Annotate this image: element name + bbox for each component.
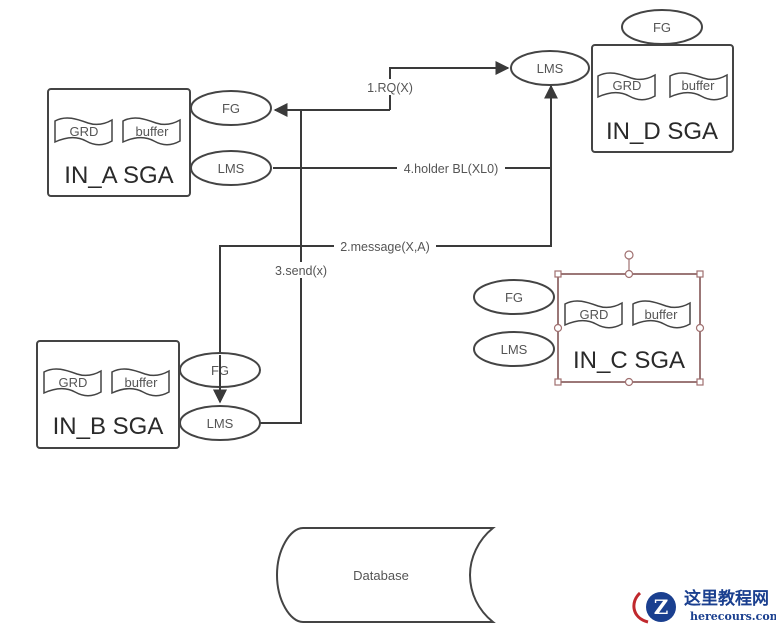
lms-node-b[interactable] [179, 405, 261, 441]
sga-box-b[interactable] [36, 340, 180, 449]
buffer-label-a: buffer [135, 124, 169, 139]
label-bg [334, 238, 436, 254]
instance-title-a: IN_A SGA [64, 162, 173, 189]
lms-node-d[interactable] [510, 50, 590, 86]
grd-label-d: GRD [613, 78, 642, 93]
grd-flag-b [43, 368, 102, 397]
sga-box-d[interactable] [591, 44, 734, 153]
label-bg [270, 262, 332, 278]
connector-rq-to-lms-d[interactable] [389, 61, 510, 110]
buffer-flag-a [122, 117, 181, 146]
watermark-logo-letter: Z [654, 595, 669, 619]
buffer-label-c: buffer [644, 307, 678, 322]
resize-handle-top[interactable] [624, 269, 634, 279]
database-node[interactable]: Database [275, 527, 496, 623]
lms-label-b: LMS [207, 416, 234, 431]
label-bg [397, 160, 505, 176]
connector-send[interactable] [260, 110, 302, 424]
lms-node-a[interactable] [190, 150, 272, 186]
connector-label-send: 3.send(x) [275, 264, 327, 278]
sga-box-a[interactable] [47, 88, 191, 197]
resize-handle-bottom-right[interactable] [696, 378, 704, 386]
lms-label-d: LMS [537, 61, 564, 76]
resize-handle-top-left[interactable] [554, 270, 562, 278]
instance-b[interactable]: GRD buffer IN_B SGA FG LMS [36, 340, 261, 449]
lms-label-c: LMS [501, 342, 528, 357]
resize-handle-bottom-left[interactable] [554, 378, 562, 386]
lms-label-a: LMS [218, 161, 245, 176]
grd-flag-a [54, 117, 113, 146]
watermark-site-name: 这里教程网 [684, 588, 769, 609]
buffer-label-d: buffer [681, 78, 715, 93]
grd-label-b: GRD [59, 375, 88, 390]
grd-label-c: GRD [580, 307, 609, 322]
fg-label-c: FG [505, 290, 523, 305]
grd-flag-c [564, 300, 623, 329]
connector-label-rq: 1.RQ(X) [367, 81, 413, 95]
connector-label-holder: 4.holder BL(XL0) [404, 162, 499, 176]
fg-node-a[interactable] [190, 90, 272, 126]
resize-handle-right[interactable] [695, 323, 705, 333]
connector-label-message: 2.message(X,A) [340, 240, 430, 254]
instance-a[interactable]: GRD buffer IN_A SGA FG LMS [47, 88, 272, 197]
rotate-handle[interactable] [624, 250, 634, 260]
grd-flag-d [597, 72, 656, 101]
watermark-logo-icon [646, 592, 676, 622]
buffer-flag-b [111, 368, 170, 397]
watermark-swoosh-icon [632, 591, 649, 624]
watermark-url: herecours.com [690, 610, 776, 623]
watermark: Z 这里教程网 herecours.com [632, 588, 776, 624]
resize-handle-top-right[interactable] [696, 270, 704, 278]
label-bg [364, 79, 416, 95]
resize-handle-left[interactable] [553, 323, 563, 333]
instance-title-d: IN_D SGA [606, 118, 718, 145]
database-label: Database [353, 568, 409, 583]
instance-c[interactable]: FG LMS GRD buffer IN_C SGA [473, 250, 705, 387]
lms-node-c[interactable] [473, 331, 555, 367]
resize-handle-bottom[interactable] [624, 377, 634, 387]
connector-holder[interactable] [273, 84, 558, 169]
buffer-flag-c [632, 300, 691, 329]
buffer-flag-d [669, 72, 728, 101]
fg-label-a: FG [222, 101, 240, 116]
buffer-label-b: buffer [124, 375, 158, 390]
instance-title-b: IN_B SGA [53, 413, 164, 440]
database-shape[interactable] [275, 527, 496, 623]
fg-label-d: FG [653, 20, 671, 35]
grd-label-a: GRD [70, 124, 99, 139]
instance-d[interactable]: FG GRD buffer IN_D SGA LMS [510, 9, 734, 153]
fg-node-c[interactable] [473, 279, 555, 315]
instance-title-c: IN_C SGA [573, 347, 685, 374]
